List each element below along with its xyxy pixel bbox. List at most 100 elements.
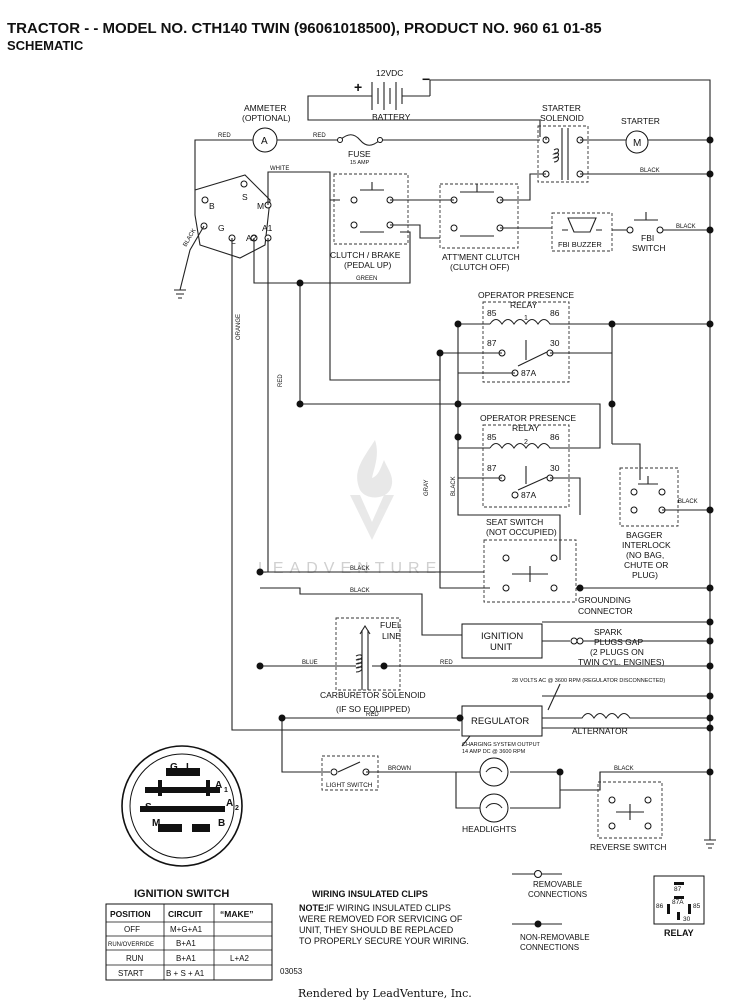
table-header-circuit: CIRCUIT	[168, 909, 203, 919]
svg-text:85: 85	[693, 903, 701, 910]
light-switch-label: LIGHT SWITCH	[326, 782, 373, 789]
light-switch-symbol	[337, 761, 361, 773]
table-header-position: POSITION	[110, 909, 151, 919]
wire-label-black-fbi: BLACK	[676, 224, 696, 230]
legend-removable-2: CONNECTIONS	[528, 890, 587, 899]
fbi-buzzer-label: FBI BUZZER	[558, 240, 602, 249]
battery-minus: −	[422, 71, 430, 87]
svg-text:86: 86	[656, 903, 664, 910]
note-line-4: TO PROPERLY SECURE YOUR WIRING.	[299, 936, 469, 946]
svg-text:B + S + A1: B + S + A1	[166, 969, 205, 978]
alternator-label: ALTERNATOR	[572, 726, 628, 736]
relay2-contact	[517, 466, 548, 491]
terminal-l: L	[231, 236, 236, 246]
terminal-s: S	[242, 192, 248, 202]
svg-text:B+A1: B+A1	[176, 954, 196, 963]
wire-red-a1	[260, 238, 269, 573]
fuse-rating: 15 AMP	[350, 160, 370, 166]
svg-text:M: M	[152, 818, 160, 829]
starter-solenoid-label-2: SOLENOID	[540, 113, 584, 123]
att-clutch-label-2: (CLUTCH OFF)	[450, 262, 510, 272]
relay2-coil	[489, 442, 562, 449]
svg-text:G: G	[170, 762, 178, 773]
starter-m: M	[633, 138, 641, 149]
headlight-1	[479, 757, 509, 787]
clutch-brake-label: CLUTCH / BRAKE	[330, 250, 401, 260]
table-row: OFF	[124, 925, 140, 934]
fbi-buzzer-box	[551, 212, 613, 252]
svg-text:30: 30	[550, 338, 560, 348]
table-row: RUN	[126, 954, 144, 963]
svg-text:87A: 87A	[521, 368, 536, 378]
svg-text:87A: 87A	[672, 899, 684, 906]
grounding-label-2: CONNECTOR	[578, 606, 633, 616]
seat-switch-symbol	[512, 566, 548, 582]
ground-symbol-right	[704, 839, 716, 849]
note-line-1: IF WIRING INSULATED CLIPS	[326, 903, 451, 913]
light-switch-box	[321, 755, 379, 791]
carb-solenoid-coil	[355, 654, 363, 673]
wire-label-black-seat-2: BLACK	[350, 588, 370, 594]
fbi-buzzer-symbol	[562, 217, 602, 233]
bus-connection-dots	[256, 136, 714, 776]
svg-text:87: 87	[674, 886, 682, 893]
bagger-label-4: CHUTE OR	[624, 560, 668, 570]
svg-text:87A: 87A	[521, 490, 536, 500]
relay1-contact	[517, 340, 548, 367]
fbi-switch-label: FBI	[641, 233, 654, 243]
spark-label-4: TWIN CYL. ENGINES)	[578, 657, 665, 667]
page-title: TRACTOR - - MODEL NO. CTH140 TWIN (96061…	[7, 20, 602, 37]
wire-label-gray: GRAY	[424, 479, 430, 496]
wire-relay2	[300, 403, 601, 515]
wire-ammeter	[194, 139, 340, 190]
svg-text:87: 87	[487, 338, 497, 348]
seat-switch-box	[483, 539, 577, 603]
wire-green	[253, 231, 411, 284]
wire-battery-positive	[307, 95, 541, 137]
ignition-switch-face	[121, 745, 243, 867]
note-line-3: UNIT, THEY SHOULD BE REPLACED	[299, 925, 454, 935]
svg-text:86: 86	[550, 308, 560, 318]
table-header-make: “MAKE”	[220, 909, 254, 919]
note-label: NOTE:	[299, 903, 327, 913]
relay2-box	[482, 424, 570, 508]
ignition-table-title: IGNITION SWITCH	[134, 888, 229, 900]
svg-text:85: 85	[487, 432, 497, 442]
regulator-label: REGULATOR	[471, 716, 529, 727]
svg-text:S: S	[145, 802, 152, 813]
wire-relay1	[457, 323, 710, 437]
part-number: 03053	[280, 967, 303, 976]
wire-label-red-1: RED	[218, 133, 231, 139]
fuel-label-2: LINE	[382, 631, 401, 641]
ammeter-a: A	[261, 136, 268, 147]
headlights-label: HEADLIGHTS	[462, 824, 517, 834]
att-clutch-label: ATT'MENT CLUTCH	[442, 252, 520, 262]
wire-label-black-relay: BLACK	[451, 476, 457, 496]
fuse-symbol	[339, 134, 381, 146]
relay1-subtitle: RELAY	[510, 300, 538, 310]
svg-text:30: 30	[550, 463, 560, 473]
battery-plus: +	[354, 79, 362, 95]
legend-removable: REMOVABLE	[533, 880, 582, 889]
wire-label-white: WHITE	[270, 166, 289, 172]
reverse-switch-symbol	[616, 804, 644, 820]
wire-label-green: GREEN	[356, 276, 377, 282]
table-row: START	[118, 969, 144, 978]
terminal-a2: A2	[246, 233, 257, 243]
battery-label: BATTERY	[372, 112, 411, 122]
carb-label-2: (IF SO EQUIPPED)	[336, 704, 410, 714]
svg-text:87: 87	[487, 463, 497, 473]
svg-text:B+A1: B+A1	[176, 939, 196, 948]
regulator-box	[461, 705, 543, 737]
fuse-label: FUSE	[348, 149, 371, 159]
svg-text:L: L	[186, 762, 192, 773]
wire-label-red-2: RED	[313, 133, 326, 139]
svg-text:A: A	[215, 780, 222, 791]
svg-text:86: 86	[550, 432, 560, 442]
starter-motor-symbol	[625, 130, 649, 154]
wire-label-red-reg: RED	[366, 712, 379, 718]
legend-non-removable-2: CONNECTIONS	[520, 943, 579, 952]
starter-solenoid-coil	[552, 148, 560, 163]
svg-text:2: 2	[235, 805, 239, 812]
wire-gray	[439, 353, 490, 589]
